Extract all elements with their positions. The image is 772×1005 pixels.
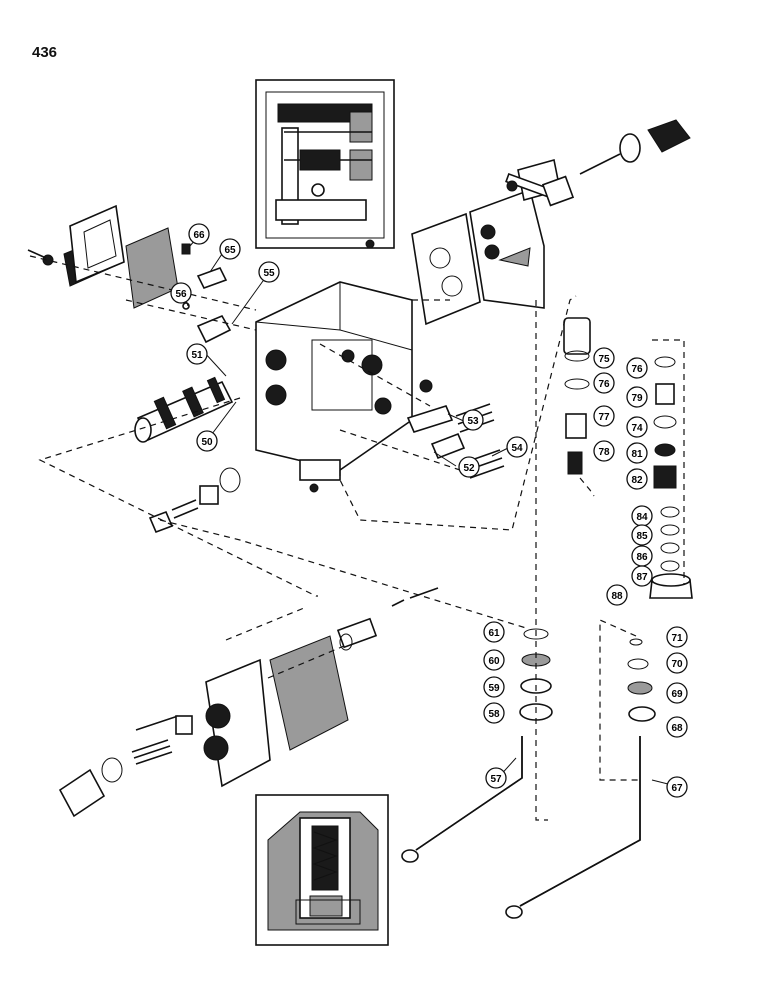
- callout-81: 81: [626, 442, 648, 464]
- callout-76-left: 76: [593, 372, 615, 394]
- svg-text:59: 59: [488, 683, 500, 694]
- callout-68: 68: [666, 716, 688, 738]
- callout-58: 58: [483, 702, 505, 724]
- callout-52: 52: [458, 456, 480, 478]
- plugs-and-springs: [406, 379, 505, 479]
- left-end-cover: [27, 204, 179, 309]
- callout-60: 60: [483, 649, 505, 671]
- callout-79: 79: [626, 386, 648, 408]
- callout-69: 69: [666, 682, 688, 704]
- svg-text:54: 54: [511, 443, 523, 454]
- callout-51: 51: [186, 343, 208, 365]
- svg-text:69: 69: [671, 689, 683, 700]
- callout-54: 54: [506, 436, 528, 458]
- svg-text:86: 86: [636, 552, 648, 563]
- svg-text:78: 78: [598, 447, 610, 458]
- callout-74: 74: [626, 416, 648, 438]
- callout-65: 65: [219, 238, 241, 260]
- callout-66: 66: [188, 223, 210, 245]
- svg-text:74: 74: [631, 423, 643, 434]
- lower-seal-stacks: [519, 628, 656, 722]
- callout-61: 61: [483, 621, 505, 643]
- svg-text:57: 57: [490, 774, 502, 785]
- callout-70: 70: [666, 652, 688, 674]
- svg-text:76: 76: [598, 379, 610, 390]
- svg-text:70: 70: [671, 659, 683, 670]
- svg-text:60: 60: [488, 656, 500, 667]
- page-number: 436: [32, 44, 58, 61]
- svg-text:81: 81: [631, 449, 643, 460]
- callout-75: 75: [593, 347, 615, 369]
- left-plug-assembly: [148, 467, 241, 534]
- callout-71: 71: [666, 626, 688, 648]
- relief-valve-stack: [649, 356, 693, 599]
- svg-text:65: 65: [224, 245, 236, 256]
- svg-text:61: 61: [488, 628, 500, 639]
- svg-text:75: 75: [598, 354, 610, 365]
- callout-86: 86: [631, 545, 653, 567]
- spool: [134, 376, 234, 443]
- callout-88: 88: [606, 584, 628, 606]
- callouts: 50 51 52 53 54 55 56 57 58 59 60 61 65 6…: [170, 223, 688, 798]
- svg-text:66: 66: [193, 230, 205, 241]
- svg-text:87: 87: [636, 572, 648, 583]
- svg-text:53: 53: [467, 416, 479, 427]
- callout-77: 77: [593, 405, 615, 427]
- svg-text:88: 88: [611, 591, 623, 602]
- callout-82: 82: [626, 468, 648, 490]
- svg-text:56: 56: [175, 289, 187, 300]
- svg-text:85: 85: [636, 531, 648, 542]
- callout-85: 85: [631, 524, 653, 546]
- callout-87: 87: [631, 565, 653, 587]
- callout-55: 55: [258, 261, 280, 283]
- svg-text:52: 52: [463, 463, 475, 474]
- svg-text:55: 55: [263, 268, 275, 279]
- svg-text:68: 68: [671, 723, 683, 734]
- svg-text:84: 84: [636, 512, 648, 523]
- check-valve-stack: [563, 317, 591, 475]
- svg-text:51: 51: [191, 350, 203, 361]
- svg-text:82: 82: [631, 475, 643, 486]
- lever-shafts: [401, 736, 641, 919]
- svg-text:58: 58: [488, 709, 500, 720]
- callout-67: 67: [666, 776, 688, 798]
- right-end-cover: [411, 119, 691, 326]
- callout-76-right: 76: [626, 357, 648, 379]
- svg-text:77: 77: [598, 412, 610, 423]
- main-valve-body: [255, 239, 413, 493]
- bottom-cutaway-inset: [255, 794, 389, 946]
- svg-text:76: 76: [631, 364, 643, 375]
- svg-text:50: 50: [201, 437, 213, 448]
- callout-56: 56: [170, 282, 192, 304]
- callout-59: 59: [483, 676, 505, 698]
- lower-housing: [58, 587, 439, 818]
- callout-78: 78: [593, 440, 615, 462]
- svg-text:71: 71: [671, 633, 683, 644]
- callout-53: 53: [462, 409, 484, 431]
- alignment-lines: [29, 255, 685, 821]
- top-cutaway-inset: [255, 79, 395, 249]
- callout-50: 50: [196, 430, 218, 452]
- svg-text:79: 79: [631, 393, 643, 404]
- svg-text:67: 67: [671, 783, 683, 794]
- callout-57: 57: [485, 767, 507, 789]
- lever-parts: [181, 243, 232, 344]
- callout-84: 84: [631, 505, 653, 527]
